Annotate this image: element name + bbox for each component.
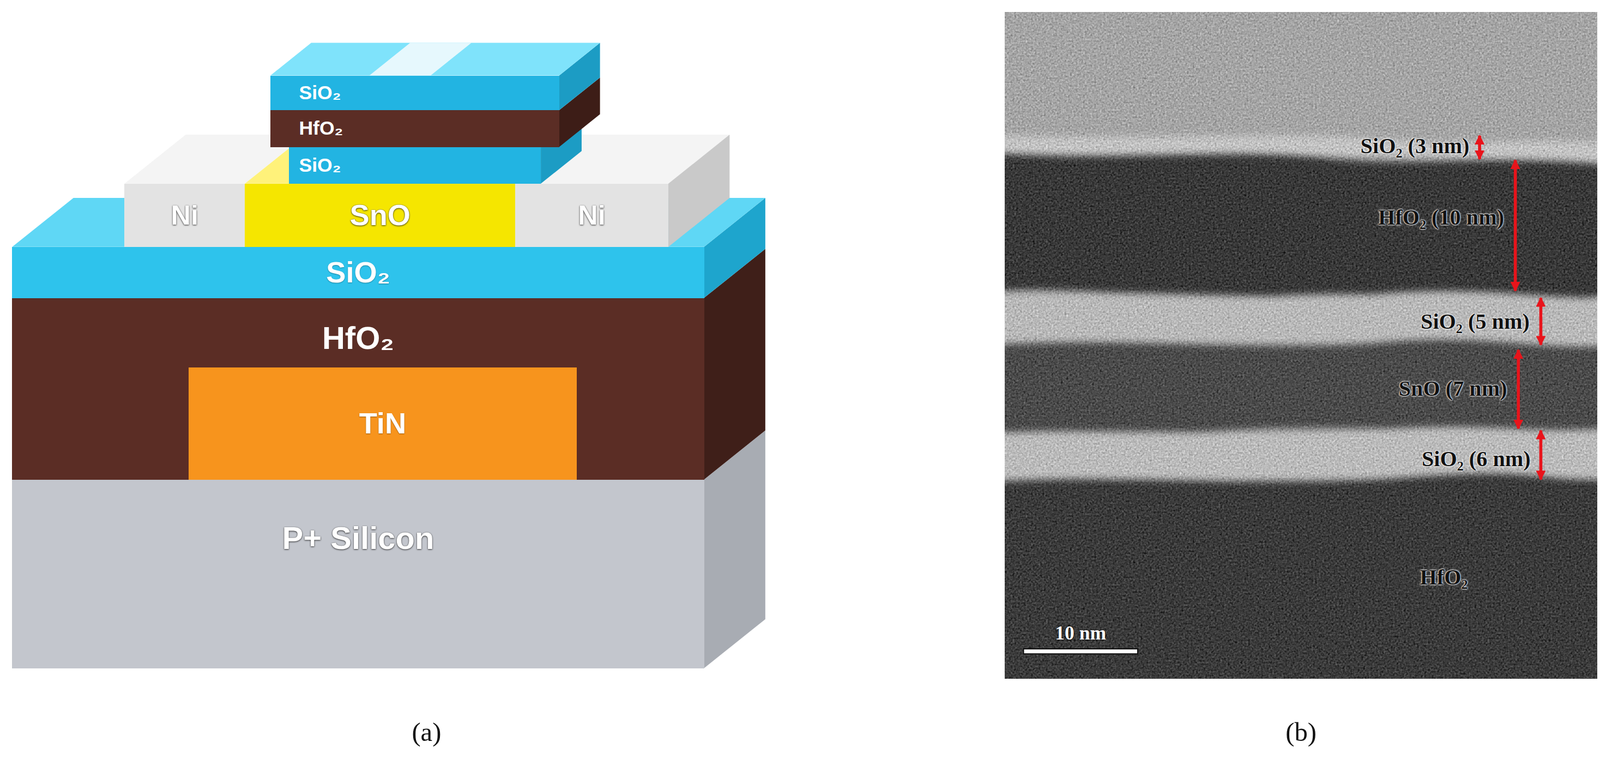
tin-gate: TiN (188, 367, 577, 480)
gate-hfo2-layer: HfO₂ (270, 110, 560, 147)
ni-contact: Ni (124, 183, 245, 247)
gate-top (270, 43, 601, 76)
gate-notch (369, 43, 472, 76)
ni-side (668, 134, 730, 247)
layer-label: Ni (577, 200, 606, 231)
layer-label: SiO₂ (298, 154, 341, 177)
scale-label: 10 nm (1054, 623, 1107, 645)
ni-contact: Ni (515, 183, 669, 247)
thickness-label: SnO (7 nm) (1398, 376, 1508, 401)
layer-label: P+ Silicon (282, 520, 435, 556)
layer-label: SiO₂ (325, 256, 391, 289)
sio2-layer: SiO₂ (11, 246, 704, 299)
panel-label: (b) (1285, 717, 1317, 748)
thickness-arrows (1479, 135, 1541, 480)
tem-image (994, 0, 1600, 694)
layer-label: HfO₂ (1420, 565, 1469, 590)
device-faces (11, 43, 765, 669)
gate-sio2-layer: SiO₂ (288, 147, 541, 184)
layer-label: TiN (359, 407, 407, 440)
layer-label: SiO₂ (298, 82, 341, 104)
layer-label: SnO (349, 198, 411, 232)
thickness-label: SiO₂ (3 nm) (1360, 134, 1470, 159)
thickness-label: SiO₂ (6 nm) (1421, 447, 1531, 472)
thickness-arrow (1516, 349, 1520, 429)
layer-label: HfO₂ (322, 320, 395, 356)
layer-label: HfO₂ (298, 117, 343, 140)
thickness-arrow (1477, 135, 1482, 160)
layer-label: Ni (171, 200, 199, 231)
thickness-label: SiO₂ (5 nm) (1420, 309, 1530, 334)
panel-label: (a) (411, 717, 442, 748)
scale-bar (1023, 648, 1138, 654)
sno-channel: SnO (244, 183, 516, 247)
thickness-arrow (1513, 160, 1518, 292)
hfo2-layer: HfO₂ TiN (11, 298, 704, 480)
thickness-label: HfO₂ (10 nm) (1378, 205, 1505, 230)
thickness-arrow (1539, 297, 1543, 345)
silicon-substrate: P+ Silicon (11, 479, 704, 669)
gate-sio2-layer: SiO₂ (270, 75, 560, 111)
thickness-arrow (1539, 430, 1543, 480)
